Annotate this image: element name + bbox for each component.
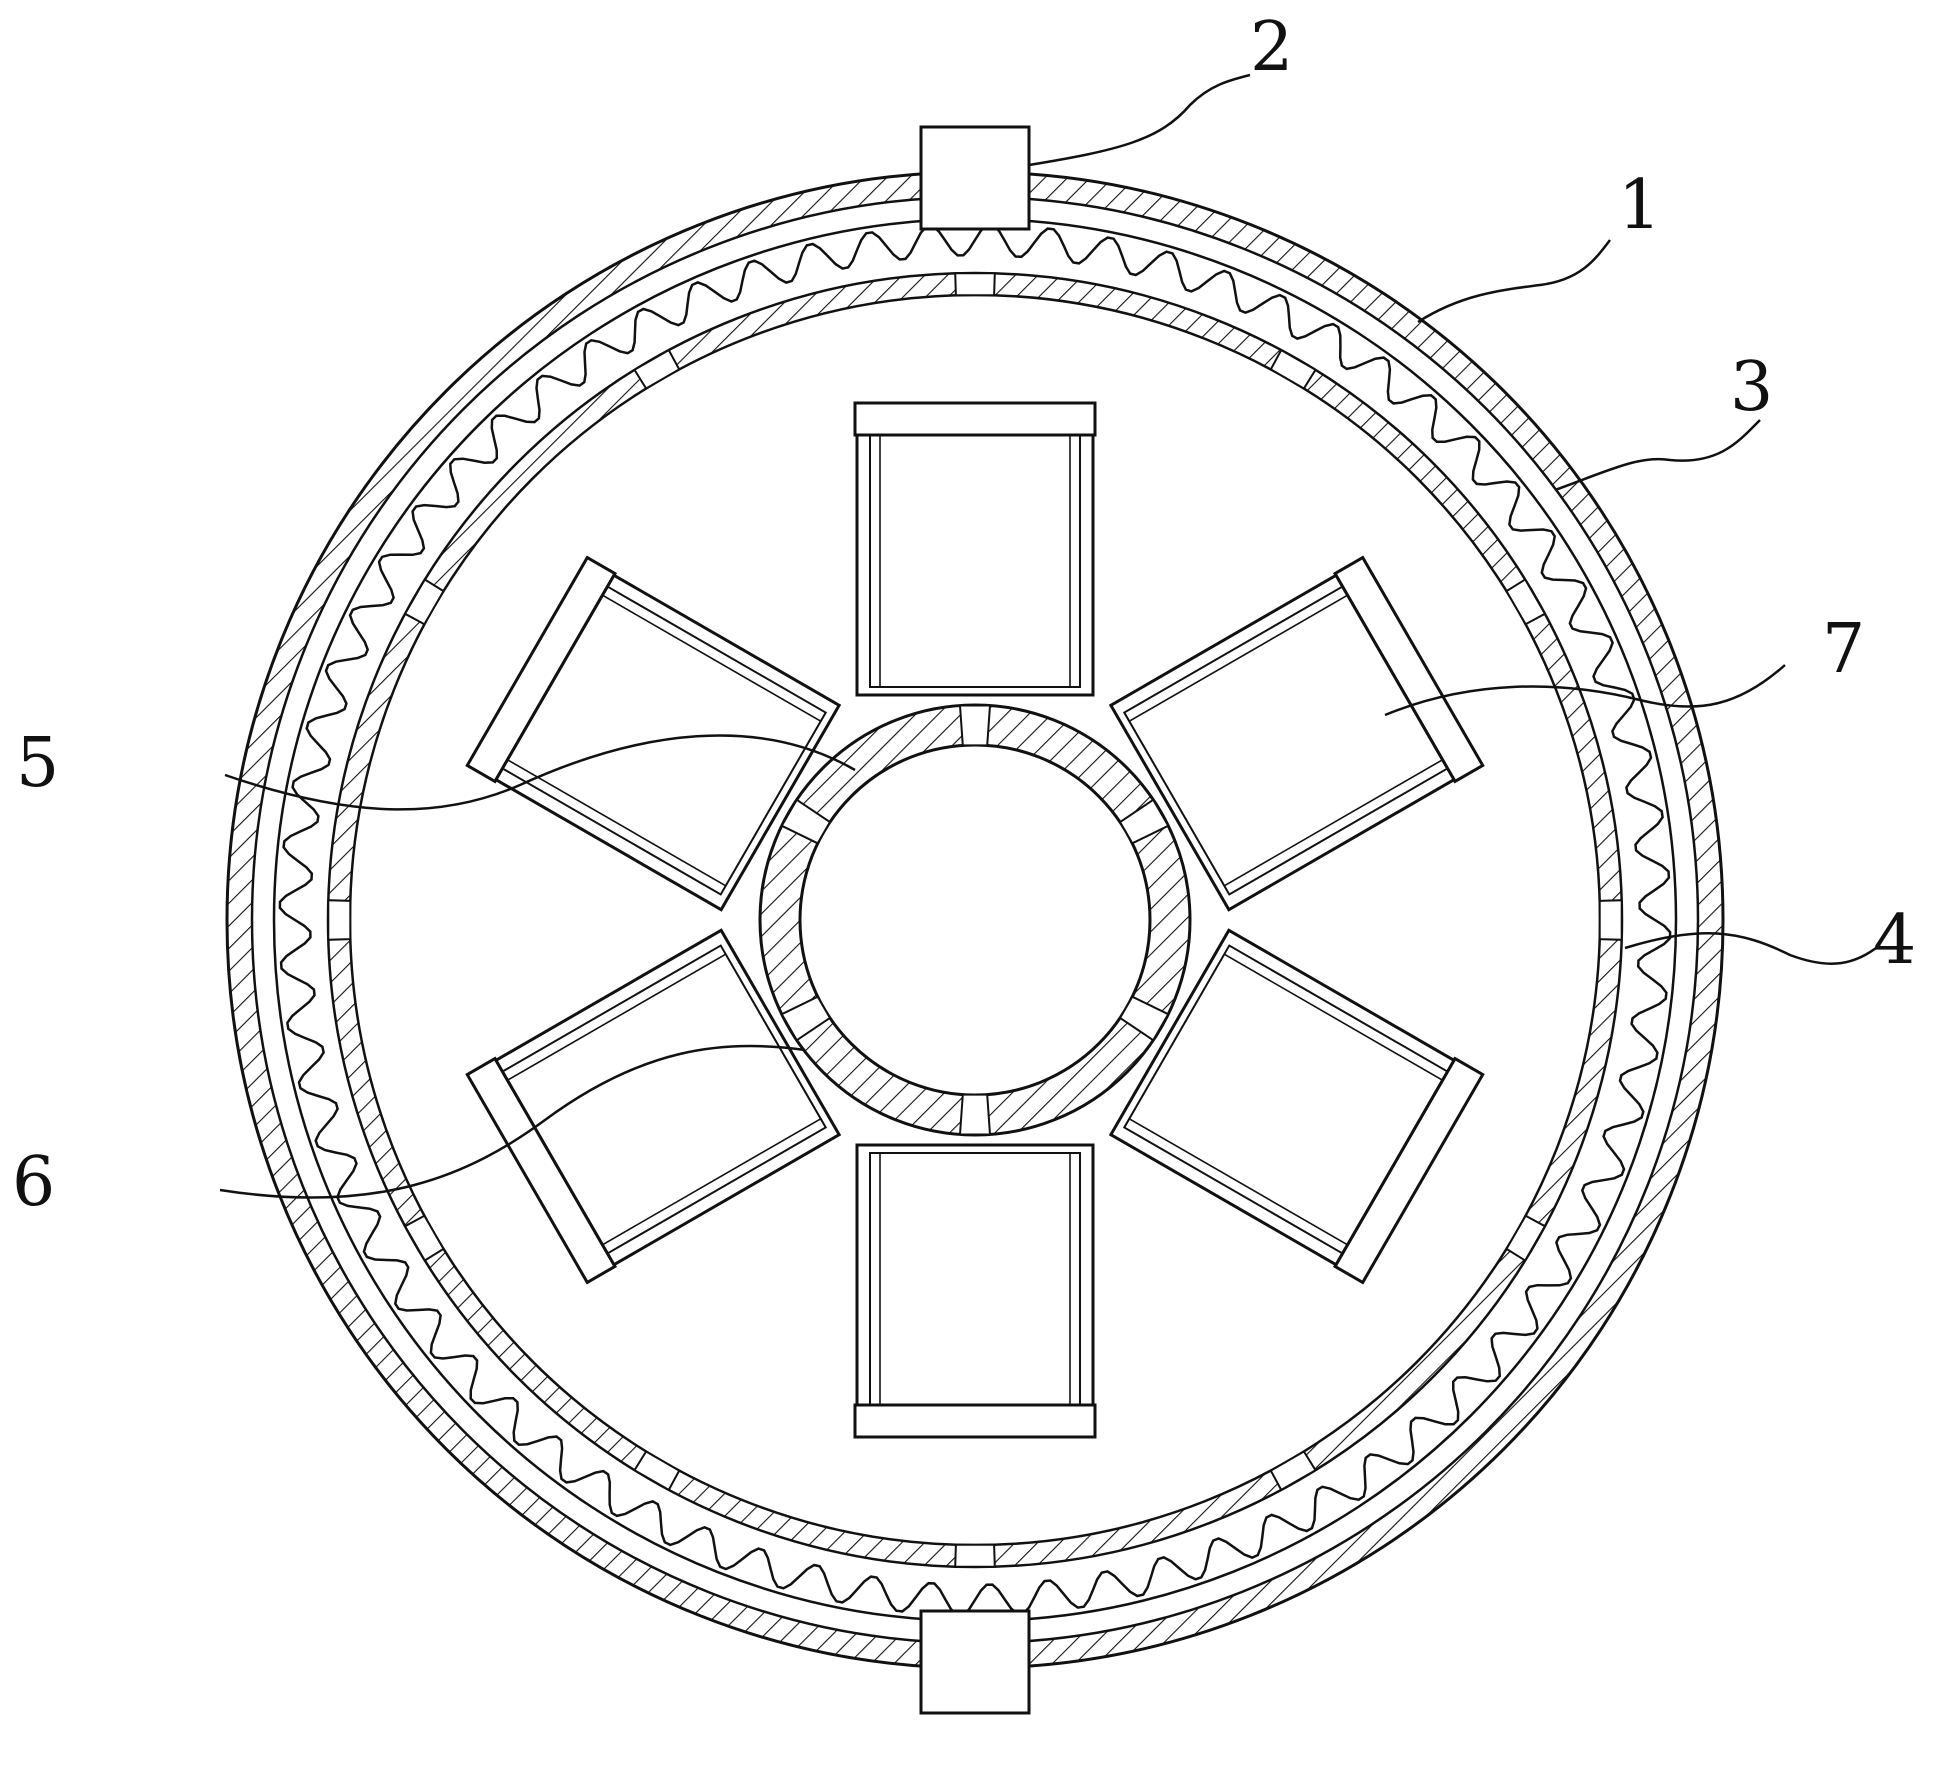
bottom-mount-block bbox=[919, 1609, 1031, 1715]
leader-lines bbox=[219, 73, 1881, 1199]
rotating-slot bbox=[853, 1143, 1097, 1439]
rotating-slot bbox=[465, 928, 842, 1285]
gap-block bbox=[1118, 798, 1170, 845]
leader-line-1 bbox=[1417, 239, 1611, 324]
leader-line-3 bbox=[1554, 419, 1761, 492]
leader-line-5 bbox=[224, 734, 856, 811]
gap-block bbox=[1118, 995, 1170, 1042]
label-3: 3 bbox=[1730, 348, 1773, 427]
top-mount-block bbox=[919, 125, 1031, 231]
hub-gap-blocks bbox=[780, 704, 1170, 1136]
leader-line-4 bbox=[1624, 931, 1881, 965]
gap-block bbox=[958, 704, 992, 747]
gap-block bbox=[958, 1093, 992, 1136]
callout-labels: 1 2 3 4 5 6 7 bbox=[12, 8, 1916, 1222]
label-5: 5 bbox=[16, 724, 59, 803]
leader-line-2 bbox=[1028, 73, 1251, 167]
rotating-slot bbox=[1108, 928, 1485, 1285]
gap-block bbox=[780, 798, 832, 845]
rotating-slot bbox=[1108, 555, 1485, 912]
rotating-slot bbox=[465, 555, 842, 912]
rotating-slot bbox=[853, 401, 1097, 697]
label-7: 7 bbox=[1822, 610, 1865, 689]
label-2: 2 bbox=[1250, 8, 1293, 87]
rotating-slots bbox=[465, 401, 1485, 1439]
label-1: 1 bbox=[1618, 166, 1661, 245]
leader-line-7 bbox=[1384, 664, 1786, 717]
gap-block bbox=[780, 995, 832, 1042]
label-4: 4 bbox=[1873, 901, 1916, 980]
leader-line-6 bbox=[219, 1044, 806, 1199]
label-6: 6 bbox=[12, 1143, 55, 1222]
